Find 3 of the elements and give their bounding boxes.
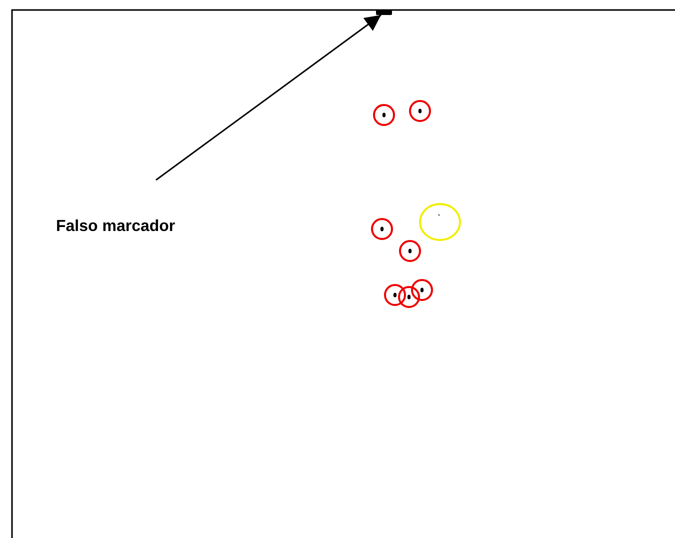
spot-mark — [376, 10, 392, 15]
annotation-label: Falso marcador — [56, 218, 176, 236]
arrow — [156, 14, 382, 181]
